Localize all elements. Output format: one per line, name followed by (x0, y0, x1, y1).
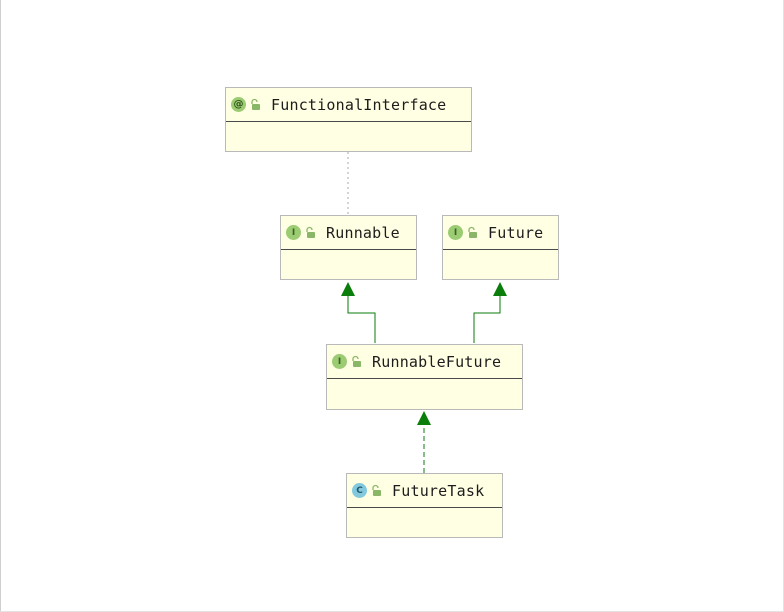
class-icon: C (352, 483, 367, 498)
unlocked-padlock-icon (306, 226, 315, 238)
node-header: C FutureTask (347, 474, 502, 508)
interface-icon: I (332, 354, 347, 369)
unlocked-padlock-icon (251, 98, 260, 110)
node-name: Future (488, 223, 544, 242)
node-header: I Runnable (281, 216, 416, 250)
arrowhead-future (493, 282, 507, 296)
node-future[interactable]: I Future (442, 215, 559, 280)
node-name: RunnableFuture (372, 352, 502, 371)
node-functional-interface[interactable]: @ FunctionalInterface (225, 87, 472, 152)
arrowhead-runnable (341, 282, 355, 296)
node-header: I RunnableFuture (327, 345, 522, 379)
arrowhead-runnable-future (417, 411, 431, 425)
node-name: FutureTask (392, 481, 485, 500)
unlocked-padlock-icon (468, 226, 477, 238)
interface-icon: I (286, 225, 301, 240)
canvas-left-border (0, 0, 1, 612)
unlocked-padlock-icon (372, 484, 381, 496)
interface-icon: I (448, 225, 463, 240)
node-runnable[interactable]: I Runnable (280, 215, 417, 280)
edge-runnable-future-extends-future (473, 294, 501, 343)
node-header: @ FunctionalInterface (226, 88, 471, 122)
node-runnable-future[interactable]: I RunnableFuture (326, 344, 523, 410)
edge-runnable-future-extends-runnable (347, 294, 376, 343)
node-name: FunctionalInterface (271, 95, 447, 114)
node-future-task[interactable]: C FutureTask (346, 473, 503, 538)
annotation-icon: @ (231, 97, 246, 112)
unlocked-padlock-icon (352, 355, 361, 367)
node-header: I Future (443, 216, 558, 250)
node-name: Runnable (326, 223, 400, 242)
